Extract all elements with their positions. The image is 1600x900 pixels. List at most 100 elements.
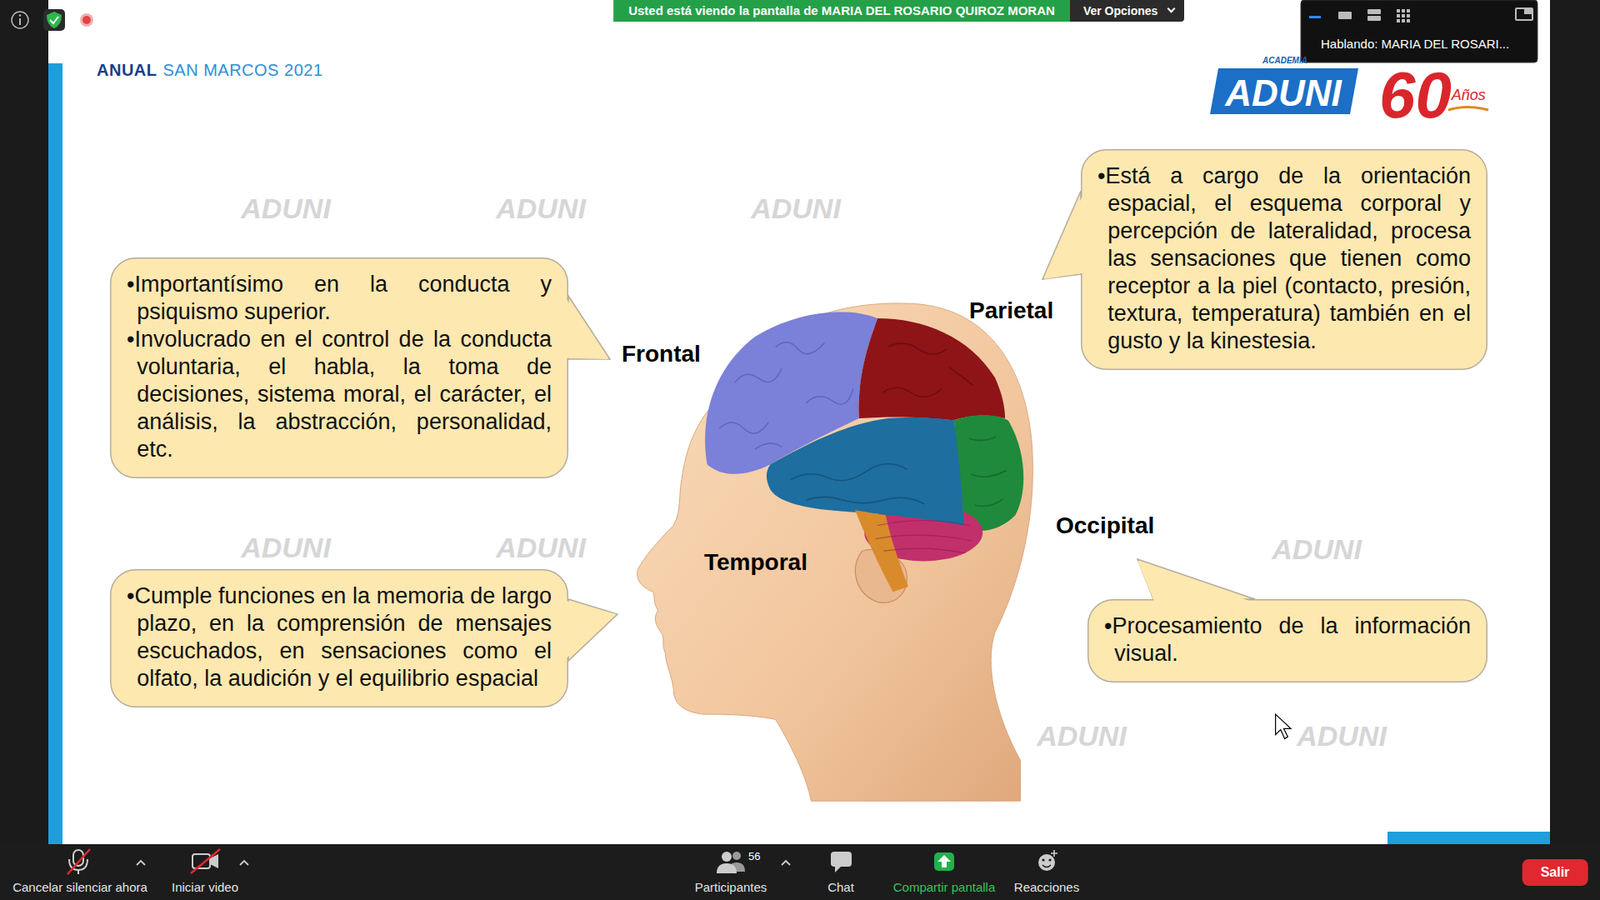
participants-icon xyxy=(732,851,741,860)
watermark-box: ADUNI xyxy=(495,192,586,225)
toolbar-button-label: Iniciar video xyxy=(171,880,239,895)
bubble-body xyxy=(1088,600,1488,683)
slide-corner-bar xyxy=(1387,831,1550,845)
leave-button: Salir xyxy=(1540,865,1570,880)
callout-text: •Está a cargo de la orientación espacial… xyxy=(1097,162,1471,355)
menu-caret xyxy=(781,860,790,865)
toolbar-button-label-box: Participantes xyxy=(695,880,768,895)
watermark: ADUNI xyxy=(495,192,586,225)
panel-exit-icon xyxy=(1515,8,1533,20)
bubble-tail xyxy=(568,295,610,360)
course-title-box: ANUAL xyxy=(96,60,158,80)
bubble-tail xyxy=(1137,559,1255,600)
share-screen-icon xyxy=(934,852,955,871)
watermark: ADUNI xyxy=(750,192,841,225)
lobe-name: Parietal xyxy=(969,297,1054,324)
menu-caret xyxy=(136,860,145,865)
lobe-name: Occipital xyxy=(1055,512,1155,539)
panel-view-icon xyxy=(1367,15,1381,21)
logo-caption: ACADEMIA xyxy=(1262,55,1308,65)
video-icon xyxy=(192,854,210,869)
toolbar-background xyxy=(0,844,1600,900)
lobe-name-box: Parietal xyxy=(969,297,1054,325)
record-icon xyxy=(82,15,91,25)
lobe-name-box: Frontal xyxy=(621,340,701,368)
participant-count: 56 xyxy=(748,850,760,863)
info-icon-stem xyxy=(19,18,21,25)
anniversary-word: Años xyxy=(1451,86,1486,104)
bubble-body xyxy=(110,570,569,708)
bubble-joint xyxy=(565,297,609,360)
parietal-lobe xyxy=(859,318,1005,420)
toolbar-button-label: Chat xyxy=(827,880,855,895)
participants-icon xyxy=(721,851,732,862)
cerebellum-folds xyxy=(875,520,972,553)
sharing-banner: Usted está viendo la pantalla de MARIA D… xyxy=(628,3,1055,18)
callout-bubble: •Importantísimo en la conducta y psiquis… xyxy=(110,257,569,479)
watermark: ADUNI xyxy=(1296,720,1387,752)
toolbar-button-label-box: Reacciones xyxy=(1014,880,1080,895)
watermark: ADUNI xyxy=(1271,533,1362,565)
logo-banner xyxy=(1210,68,1359,115)
chat-icon xyxy=(830,851,852,867)
watermark-box: ADUNI xyxy=(1296,720,1387,753)
bubble-body xyxy=(110,258,569,479)
watermark-box: ADUNI xyxy=(495,531,586,565)
brain-illustration xyxy=(637,303,1291,801)
anniversary-number-box: 60 xyxy=(1379,61,1452,129)
lobe-name-box: Occipital xyxy=(1055,512,1155,540)
microphone-icon-stand xyxy=(77,870,80,875)
toolbar-button-label: Compartir pantalla xyxy=(893,880,996,895)
logo-caption-box: ACADEMIA xyxy=(1262,55,1308,66)
lobe-name-box: Temporal xyxy=(704,549,808,576)
callout-text: •Importantísimo en la conducta y psiquis… xyxy=(126,270,552,326)
chat-icon-tail xyxy=(835,865,842,873)
menu-caret xyxy=(240,860,249,865)
sharing-banner-box: Usted está viendo la pantalla de MARIA D… xyxy=(613,0,1070,22)
watermark: ADUNI xyxy=(240,192,331,225)
info-icon xyxy=(11,11,29,29)
occipital-gyri xyxy=(969,436,1006,506)
callout-text: •Cumple funciones en la memoria de largo… xyxy=(126,582,552,693)
logo-name-box: ADUNI xyxy=(1225,73,1341,114)
course-title: SAN MARCOS 2021 xyxy=(163,60,324,80)
course-title-box: SAN MARCOS 2021 xyxy=(163,60,324,80)
logo-name: ADUNI xyxy=(1225,72,1341,114)
panel-exit-icon-inner xyxy=(1524,8,1533,15)
record-icon-ring xyxy=(80,13,94,27)
share-screen-arrow xyxy=(937,855,951,868)
leave-button-box: Salir xyxy=(1522,859,1589,886)
watermark: ADUNI xyxy=(240,531,331,564)
bubble-tail xyxy=(568,599,618,661)
reactions-icon-eye xyxy=(1041,858,1045,861)
course-title: ANUAL xyxy=(96,60,158,80)
slide-background xyxy=(48,0,1550,845)
toolbar-button-label-box: Iniciar video xyxy=(171,880,239,895)
reactions-icon-eye xyxy=(1048,858,1051,861)
watermark-box: ADUNI xyxy=(240,531,331,565)
panel-view-icon xyxy=(1338,11,1352,20)
mouse-cursor xyxy=(1275,714,1291,739)
reactions-icon-plus xyxy=(1050,850,1058,857)
watermark-box: ADUNI xyxy=(1036,720,1127,753)
toolbar-button-label-box: Chat xyxy=(827,880,855,895)
watermark-box: ADUNI xyxy=(1271,533,1362,566)
watermark: ADUNI xyxy=(1036,720,1127,752)
watermark-box: ADUNI xyxy=(750,192,841,225)
video-off-slash xyxy=(190,849,220,874)
participants-icon xyxy=(716,863,737,874)
toolbar-button-label-box: Compartir pantalla xyxy=(893,880,996,895)
bubble-joint xyxy=(1044,192,1085,280)
watermark-box: ADUNI xyxy=(240,192,331,225)
frontal-gyri xyxy=(719,342,853,450)
logo-book xyxy=(1448,107,1489,111)
callout-bubble: •Está a cargo de la orientación espacial… xyxy=(1080,149,1488,370)
lobe-name: Frontal xyxy=(621,340,701,367)
watermark: ADUNI xyxy=(495,531,586,564)
bubble-body xyxy=(1081,150,1488,370)
info-icon-dot xyxy=(19,14,22,17)
head-silhouette xyxy=(637,303,1034,801)
anniversary-number: 60 xyxy=(1379,58,1452,132)
security-icon-ground xyxy=(43,9,65,31)
